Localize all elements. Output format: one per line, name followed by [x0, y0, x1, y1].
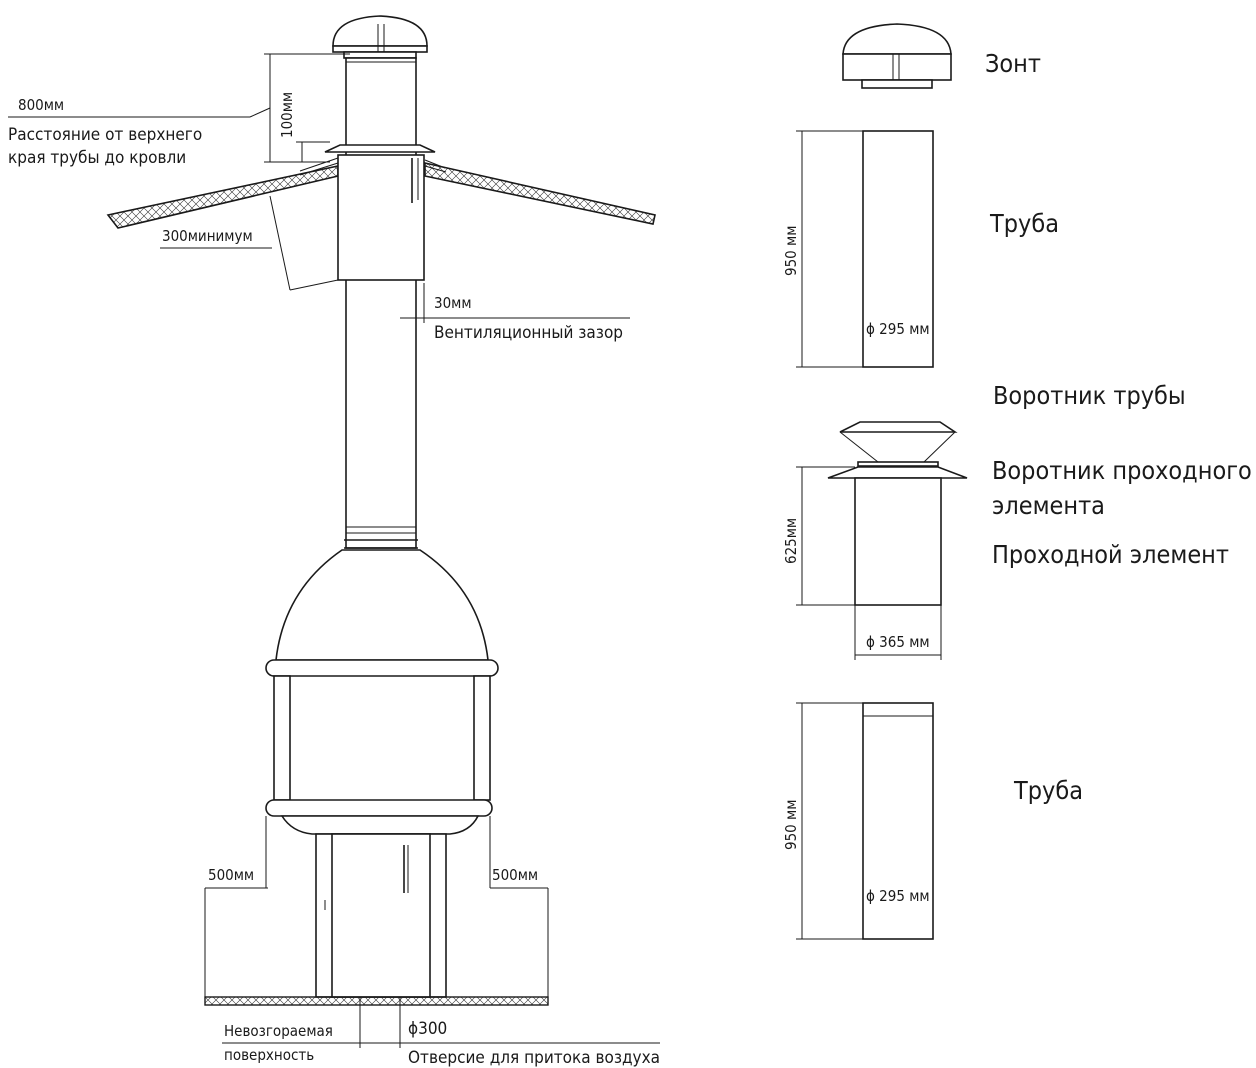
label-pipe-top-dia: ϕ 295 мм [866, 320, 930, 338]
floor-surface [204, 996, 549, 1006]
label-roof-distance-2: края трубы до кровли [8, 148, 186, 168]
roof-left [106, 165, 339, 229]
label-air-inlet: Отверсие для притока воздуха [408, 1048, 660, 1068]
label-non-combustible-2: поверхность [224, 1046, 314, 1064]
label-pass-dia: ϕ 365 мм [866, 633, 930, 651]
roof-right [424, 161, 656, 225]
label-pipe-bottom-dia: ϕ 295 мм [866, 887, 930, 905]
assembly-drawing: 800мм Расстояние от верхнего края трубы … [8, 15, 660, 1068]
component-pass-element [796, 466, 968, 660]
dimensions-left [8, 53, 660, 1048]
pass-through-element [299, 144, 447, 281]
label-cap: Зонт [985, 49, 1041, 78]
component-pipe-top [796, 130, 934, 368]
label-vent-gap: Вентиляционный зазор [434, 323, 623, 343]
label-roof-height: 800мм [18, 96, 64, 114]
label-dim-500-left: 500мм [208, 866, 254, 884]
label-dia-300: ϕ300 [408, 1019, 447, 1039]
fireplace-dome [265, 549, 499, 677]
label-pipe-bottom: Труба [1013, 776, 1083, 805]
label-pass-element: Проходной элемент [992, 540, 1229, 569]
label-pipe-top: Труба [989, 209, 1059, 238]
label-pipe-bottom-length: 950 мм [782, 800, 800, 850]
label-pipe-top-length: 950 мм [782, 226, 800, 276]
label-non-combustible-1: Невозгораемая [224, 1022, 333, 1040]
chimney-pipe [344, 57, 418, 549]
label-dim-500-right: 500мм [492, 866, 538, 884]
cap-assembly [332, 15, 428, 59]
components: Зонт 950 мм ϕ 295 мм Труба Воротник труб… [782, 23, 1252, 940]
component-pipe-bottom [796, 702, 934, 940]
firebox [265, 675, 493, 835]
label-dim-300min: 300минимум [162, 227, 253, 245]
label-dim-30: 30мм [434, 294, 472, 312]
pedestal [315, 833, 447, 998]
label-roof-distance-1: Расстояние от верхнего [8, 125, 202, 145]
label-pipe-collar: Воротник трубы [993, 381, 1186, 410]
component-cap [842, 23, 952, 89]
component-pipe-collar [839, 421, 958, 467]
label-pass-collar-1: Воротник проходного [992, 456, 1252, 485]
label-pass-collar-2: элемента [992, 491, 1105, 520]
label-dim-100: 100мм [278, 92, 296, 138]
label-pass-length: 625мм [782, 518, 800, 564]
